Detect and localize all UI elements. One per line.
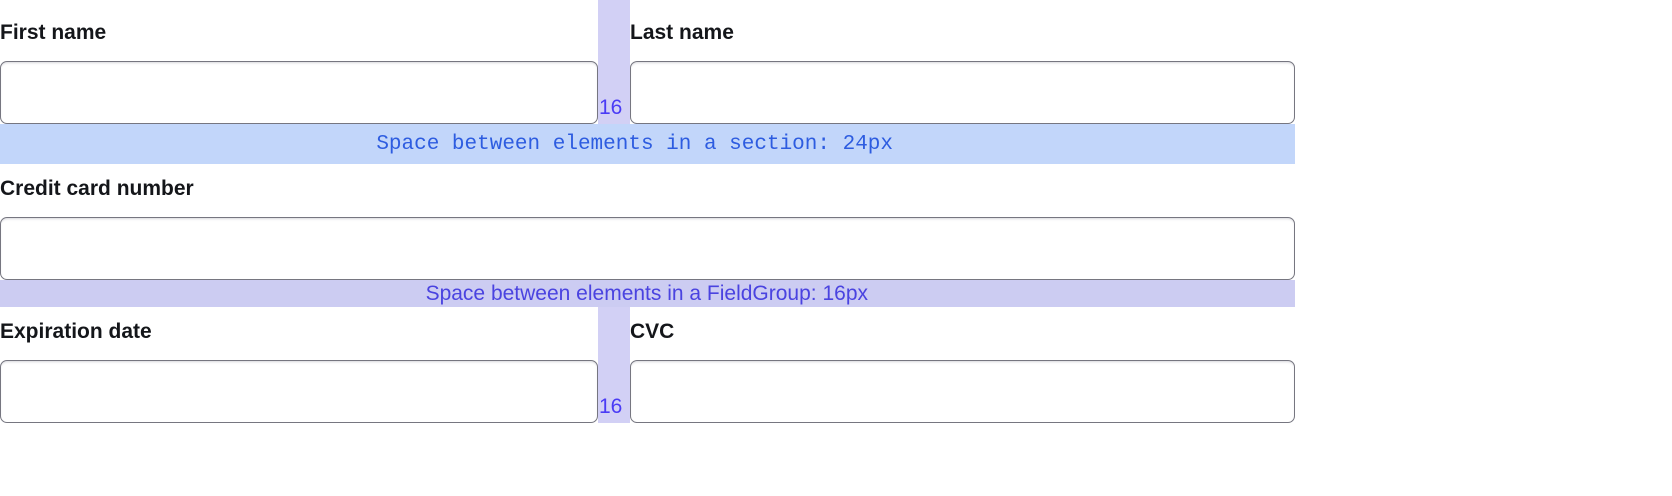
cvc-input-wrap xyxy=(630,342,1295,423)
credit-card-field-group: Credit card number xyxy=(0,164,1295,280)
payment-form: First name 16 Last name Space between el… xyxy=(0,0,1295,423)
first-name-input[interactable] xyxy=(0,61,598,124)
name-field-row: First name 16 Last name xyxy=(0,0,1295,124)
name-row-gap-label: 16 xyxy=(599,96,623,119)
section-spacing-annotation-bar: Space between elements in a section: 24p… xyxy=(0,124,1295,164)
fieldgroup-spacing-annotation-label: Space between elements in a FieldGroup: … xyxy=(425,282,868,305)
first-name-field-group: First name xyxy=(0,0,598,124)
card-detail-row-gap-strip: 16 xyxy=(598,307,630,423)
expiration-date-input[interactable] xyxy=(0,360,598,423)
credit-card-number-label: Credit card number xyxy=(0,177,194,200)
expiration-date-label: Expiration date xyxy=(0,320,152,343)
last-name-label: Last name xyxy=(630,21,734,44)
last-name-input[interactable] xyxy=(630,61,1295,124)
card-detail-field-row: Expiration date 16 CVC xyxy=(0,307,1295,423)
first-name-input-wrap xyxy=(0,43,598,124)
credit-card-number-input[interactable] xyxy=(0,217,1295,280)
last-name-input-wrap xyxy=(630,43,1295,124)
credit-card-input-wrap xyxy=(0,199,1295,280)
fieldgroup-spacing-annotation-bar: Space between elements in a FieldGroup: … xyxy=(0,280,1295,307)
section-spacing-annotation-label: Space between elements in a section: 24p… xyxy=(376,132,893,156)
expiration-date-field-group: Expiration date xyxy=(0,307,598,423)
first-name-label: First name xyxy=(0,21,107,44)
cvc-label: CVC xyxy=(630,320,675,343)
name-row-gap-strip: 16 xyxy=(598,0,630,124)
last-name-field-group: Last name xyxy=(630,0,1295,124)
cvc-input[interactable] xyxy=(630,360,1295,423)
cvc-field-group: CVC xyxy=(630,307,1295,423)
card-detail-row-gap-label: 16 xyxy=(599,395,623,418)
expiration-date-input-wrap xyxy=(0,342,598,423)
